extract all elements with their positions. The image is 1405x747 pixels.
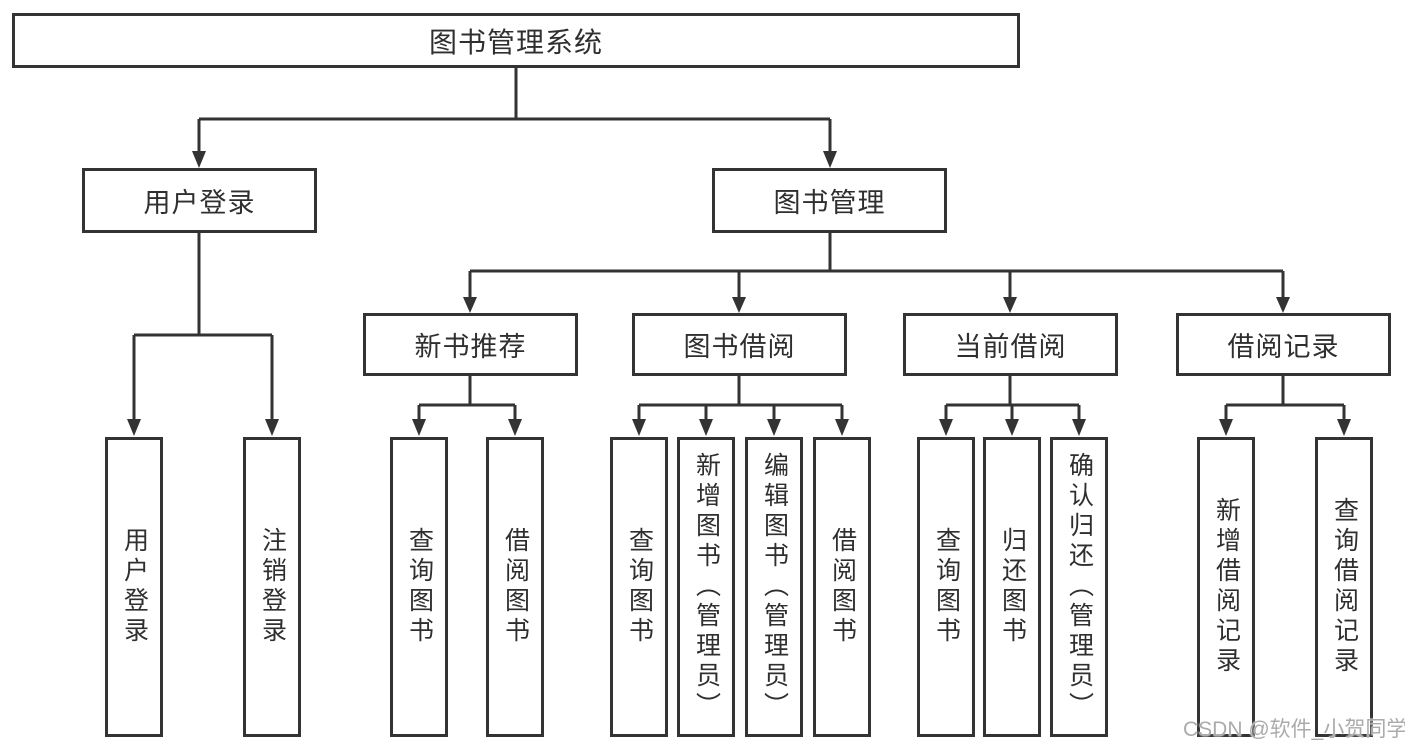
arrow-down-icon <box>732 297 746 313</box>
edges-user-login-to-leaves <box>132 233 274 420</box>
arrow-down-icon <box>412 419 426 436</box>
leaf-borrow-books: 借阅图书 <box>813 437 871 737</box>
watermark: CSDN @软件_小贺同学 <box>1183 718 1405 741</box>
arrow-down-icon <box>127 419 141 436</box>
leaf-query-borrow-record-label: 查询借阅记录 <box>1330 497 1359 677</box>
leaf-edit-book-admin: 编辑图书（管理员） <box>745 437 803 737</box>
arrow-down-icon <box>1005 419 1019 436</box>
node-user-login: 用户登录 <box>82 168 317 233</box>
leaf-logout-label: 注销登录 <box>258 527 287 647</box>
leaf-add-book-admin-label: 新增图书（管理员） <box>692 452 721 722</box>
leaf-add-borrow-record: 新增借阅记录 <box>1197 437 1255 737</box>
arrow-down-icon <box>1072 419 1086 436</box>
leaf-confirm-return-admin-label: 确认归还（管理员） <box>1065 452 1094 722</box>
node-current-borrow-label: 当前借阅 <box>954 332 1067 362</box>
node-book-management-label: 图书管理 <box>773 188 886 218</box>
arrow-down-icon <box>1276 297 1290 313</box>
node-new-book-recommend-label: 新书推荐 <box>414 332 527 362</box>
arrow-down-icon <box>835 419 849 436</box>
edges-book-management-to-groups <box>468 233 1285 298</box>
node-user-login-label: 用户登录 <box>143 188 256 218</box>
leaf-borrow-query-books: 查询图书 <box>610 437 668 737</box>
node-new-book-recommend: 新书推荐 <box>363 313 578 376</box>
leaf-borrow-query-books-label: 查询图书 <box>625 527 654 647</box>
edges-current-borrow-to-leaves <box>944 376 1081 420</box>
arrow-down-icon <box>508 419 522 436</box>
node-book-borrow: 图书借阅 <box>632 313 847 376</box>
edges-book-borrow-to-leaves <box>637 376 844 420</box>
leaf-return-books-label: 归还图书 <box>998 527 1027 647</box>
edges-borrow-records-to-leaves <box>1224 376 1346 420</box>
edges-root-to-level2 <box>197 68 832 152</box>
leaf-borrow-books-label: 借阅图书 <box>828 527 857 647</box>
leaf-recommend-borrow-books-label: 借阅图书 <box>501 527 530 647</box>
leaf-recommend-query-books: 查询图书 <box>390 437 448 737</box>
arrow-down-icon <box>767 419 781 436</box>
node-root: 图书管理系统 <box>12 13 1020 68</box>
arrow-down-icon <box>823 151 837 168</box>
leaf-add-borrow-record-label: 新增借阅记录 <box>1212 497 1241 677</box>
edges-new-book-recommend-to-leaves <box>417 376 517 420</box>
arrow-down-icon <box>699 419 713 436</box>
node-borrow-records-label: 借阅记录 <box>1227 332 1340 362</box>
leaf-return-books: 归还图书 <box>983 437 1041 737</box>
arrow-down-icon <box>192 151 206 168</box>
leaf-current-query-books: 查询图书 <box>917 437 975 737</box>
node-current-borrow: 当前借阅 <box>903 313 1118 376</box>
leaf-logout: 注销登录 <box>243 437 301 737</box>
arrow-down-icon <box>1337 419 1351 436</box>
arrow-down-icon <box>1003 297 1017 313</box>
node-book-borrow-label: 图书借阅 <box>683 332 796 362</box>
node-book-management: 图书管理 <box>712 168 947 233</box>
arrow-down-icon <box>939 419 953 436</box>
leaf-query-borrow-record: 查询借阅记录 <box>1315 437 1373 737</box>
leaf-confirm-return-admin: 确认归还（管理员） <box>1050 437 1108 737</box>
leaf-add-book-admin: 新增图书（管理员） <box>677 437 735 737</box>
leaf-user-login: 用户登录 <box>105 437 163 737</box>
leaf-current-query-books-label: 查询图书 <box>932 527 961 647</box>
leaf-recommend-query-books-label: 查询图书 <box>405 527 434 647</box>
arrow-down-icon <box>632 419 646 436</box>
arrow-down-icon <box>1219 419 1233 436</box>
arrow-down-icon <box>463 297 477 313</box>
node-borrow-records: 借阅记录 <box>1176 313 1391 376</box>
node-root-label: 图书管理系统 <box>428 26 603 58</box>
arrow-down-icon <box>265 419 279 436</box>
leaf-recommend-borrow-books: 借阅图书 <box>486 437 544 737</box>
leaf-user-login-label: 用户登录 <box>120 527 149 647</box>
leaf-edit-book-admin-label: 编辑图书（管理员） <box>760 452 789 722</box>
